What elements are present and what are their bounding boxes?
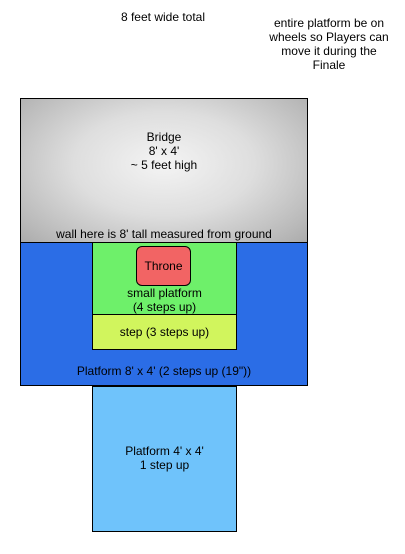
bridge-label: Bridge 8' x 4' ~ 5 feet high [130, 130, 198, 172]
throne-label: Throne [144, 259, 183, 273]
width-note: 8 feet wide total [120, 10, 206, 24]
small-platform-label: small platform (4 steps up) [127, 286, 202, 314]
wall-note: wall here is 8' tall measured from groun… [56, 227, 272, 241]
step-label: step (3 steps up) [119, 325, 210, 339]
wheels-note: entire platform be on wheels so Players … [269, 16, 389, 72]
bridge-box [20, 98, 308, 244]
lower-platform-label: Platform 4' x 4' 1 step up [125, 444, 204, 472]
main-platform-label: Platform 8' x 4' (2 steps up (19")) [76, 364, 252, 378]
lower-platform-box [92, 386, 237, 532]
throne-box [136, 246, 191, 286]
step-box [92, 314, 237, 350]
